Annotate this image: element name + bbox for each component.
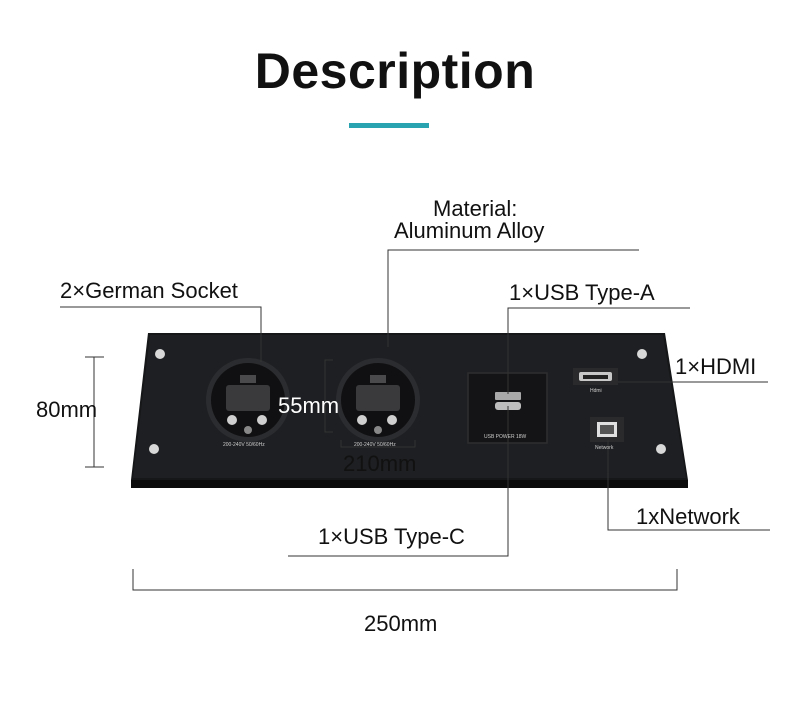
height-dimension: 80mm [36, 397, 98, 422]
total-width-dimension: 250mm [364, 611, 438, 636]
usb-type-a-label: 1×USB Type-A [509, 280, 655, 305]
usb-power-text: USB POWER 18W [484, 434, 527, 440]
socket-rating-2: 200-240V 50/60Hz [354, 442, 396, 448]
german-socket-2 [336, 358, 420, 442]
usb-type-c-label: 1×USB Type-C [318, 524, 465, 549]
screw-holes [149, 349, 666, 454]
network-port-text: Network [595, 445, 614, 451]
material-label-line2: Aluminum Alloy [394, 218, 545, 243]
material-label-line1: Material: [433, 196, 518, 221]
title-accent-bar [349, 123, 429, 128]
hdmi-port-text: Hdmi [590, 388, 602, 394]
leader-lines [60, 249, 770, 591]
hdmi-label: 1×HDMI [675, 354, 757, 379]
socket-span-dimension: 210mm [343, 451, 417, 476]
german-socket-label: 2×German Socket [60, 278, 238, 303]
socket-rating-1: 200-240V 50/60Hz [223, 442, 265, 448]
page-title: Description [254, 43, 536, 99]
socket-height-dimension: 55mm [278, 393, 340, 418]
network-label: 1xNetwork [636, 504, 740, 529]
hdmi-port [573, 368, 618, 385]
network-port [590, 417, 624, 442]
german-socket-1 [206, 358, 290, 442]
